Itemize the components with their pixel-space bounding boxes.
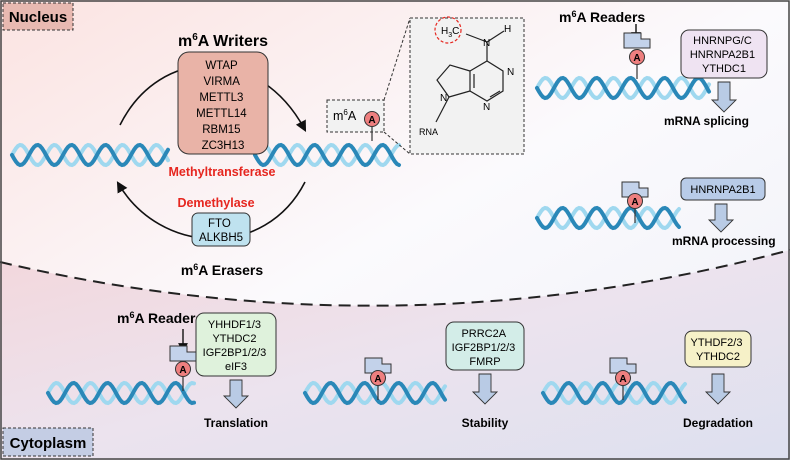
helix-stability [303,380,447,406]
splicing-readers-list: HNRNPG/C HNRNPA2B1 YTHDC1 [690,35,758,75]
ring-n9-label: N [440,93,447,104]
callout-connector-bottom [383,131,411,155]
processing-reader-item: HNRNPA2B1 [690,184,755,196]
methyl-group-highlight [434,16,462,44]
cytoplasm-label: Cytoplasm [10,435,87,452]
processing-label: mRNA processing [672,234,776,248]
cytoplasm-label-box [2,427,94,457]
m6a-mark-stability-circle [370,370,386,386]
writers-box [177,51,269,155]
translation-readers-box [195,312,277,377]
splicing-readers-box [680,29,768,79]
adenine-structure [435,30,505,123]
methyl-group-label: H3C [441,26,459,39]
helix-processing-front-strand [535,205,681,231]
helix-translation-back-strand [46,380,196,406]
m6a-mark-translation-circle [175,361,191,377]
erasers-title: m6A Erasers [181,262,264,278]
cyto-readers-title: m6A Readers [117,310,203,326]
helix-unmethylated [10,142,170,168]
rna-attachment-label: RNA [419,127,438,137]
helix-unmethylated-front-strand [10,142,170,168]
stability-label: Stability [462,416,509,430]
writers-list: WTAP VIRMA METTL3 METTL14 RBM15 ZC3H13 [196,60,250,152]
m6a-mark-degradation-circle [615,370,631,386]
m6a-mark-methylated-letter: A [368,115,375,126]
stability-down-arrow [471,373,499,405]
nucleus-label: Nucleus [9,9,67,26]
erasers-list: FTO ALKBH5 [199,218,243,244]
m6a-mark-processing-letter: A [631,197,638,208]
helix-stability-front-strand [303,380,447,406]
helix-degradation-front-strand [541,380,687,406]
reader-clamp-stability [364,357,392,374]
m6a-mark-degradation-letter: A [619,374,626,385]
translation-readers-list: YHHDF1/3 YTHDC2 IGF2BP1/2/3 eIF3 [203,319,270,373]
helix-unmethylated-back-strand [10,142,170,168]
nuclear-readers-title: m6A Readers [559,9,645,25]
m6a-marks: A A A A A A [169,32,651,400]
reader-clamp-processing [621,181,649,198]
m6a-mark-methylated-circle [364,111,380,127]
amine-n-label: N [483,38,490,49]
amine-h-label: H [504,24,511,35]
rna-helices [10,75,711,406]
writers-title: m6A Writers [178,32,268,50]
helix-translation [46,380,196,406]
cytoplasm-background [0,250,790,460]
demethylase-label: Demethylase [177,196,254,210]
helix-splicing-front-strand [535,75,711,101]
m6a-mark-splicing-circle [629,49,645,65]
degradation-readers-list: YTHDF2/3 YTHDC2 [690,337,745,363]
helix-degradation [541,380,687,406]
erasers-box [191,212,251,247]
stability-readers-list: PRRC2A IGF2BP1/2/3 FMRP [452,328,519,368]
reader-clamp-translation [169,345,197,362]
helix-splicing [535,75,711,101]
m6a-mark-translation-letter: A [179,365,186,376]
m6a-callout-label: m6A [333,108,357,123]
degradation-readers-box [684,330,752,368]
splicing-label: mRNA splicing [664,114,749,128]
helix-processing [535,205,681,231]
degradation-down-arrow [704,373,732,405]
translation-down-arrow [222,379,250,409]
ring-n1-label: N [507,67,514,78]
nuclear-membrane-line [0,249,790,307]
splicing-down-arrow [710,81,738,113]
reader-clamp-splicing [623,32,651,49]
m6a-mark-splicing-letter: A [633,53,640,64]
helix-methylated-front-strand [253,142,401,168]
m6a-mark-stability-letter: A [374,374,381,385]
helix-methylated [253,142,401,168]
helix-translation-front-strand [46,380,196,406]
ring-n3-label: N [483,102,490,113]
m6a-mark-processing-circle [627,193,643,209]
degradation-label: Degradation [683,416,753,430]
adenine-structure-panel [409,17,525,155]
callout-connector-top [383,17,411,101]
processing-reader-box [680,177,766,201]
reader-clamp-degradation [609,357,637,374]
translation-label: Translation [204,416,268,430]
methyltransferase-label: Methyltransferase [169,165,276,179]
nucleus-label-box [2,2,74,31]
stability-readers-box [445,321,525,371]
helix-stability-back-strand [303,380,447,406]
processing-down-arrow [707,203,735,233]
